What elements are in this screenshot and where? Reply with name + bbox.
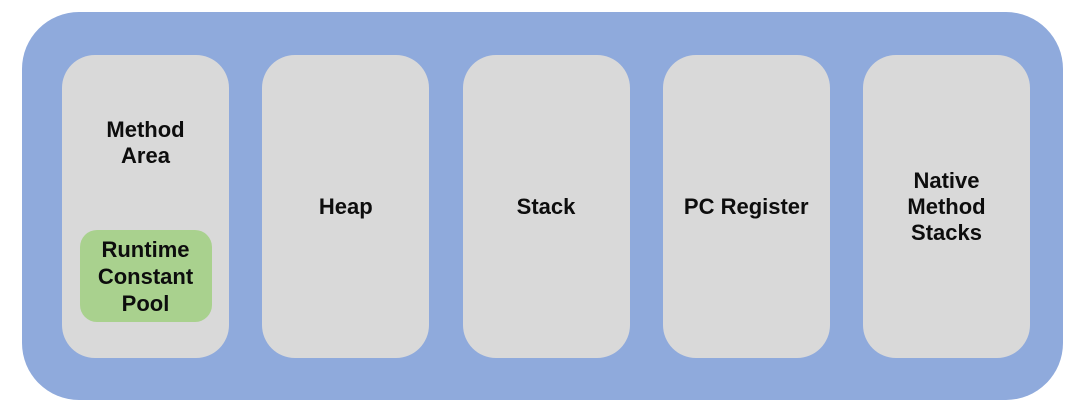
memory-box-runtime-constant-pool: Runtime Constant Pool <box>79 230 212 322</box>
memory-box-heap: Heap <box>262 55 430 358</box>
pc-register-label: PC Register <box>683 193 809 219</box>
runtime-data-area-container: Method Area Runtime Constant Pool Heap S… <box>22 12 1063 400</box>
method-area-label: Method Area <box>106 116 185 168</box>
memory-box-native-method-stacks: Native Method Stacks <box>863 55 1030 358</box>
heap-label: Heap <box>318 193 373 219</box>
stack-label: Stack <box>516 193 576 219</box>
method-area-label-slot: Method Area <box>62 55 229 230</box>
runtime-constant-pool-label: Runtime Constant Pool <box>97 236 194 316</box>
memory-box-stack: Stack <box>462 55 630 358</box>
memory-box-method-area: Method Area Runtime Constant Pool <box>62 55 229 358</box>
native-method-stacks-label: Native Method Stacks <box>907 167 986 245</box>
memory-box-pc-register: PC Register <box>662 55 830 358</box>
